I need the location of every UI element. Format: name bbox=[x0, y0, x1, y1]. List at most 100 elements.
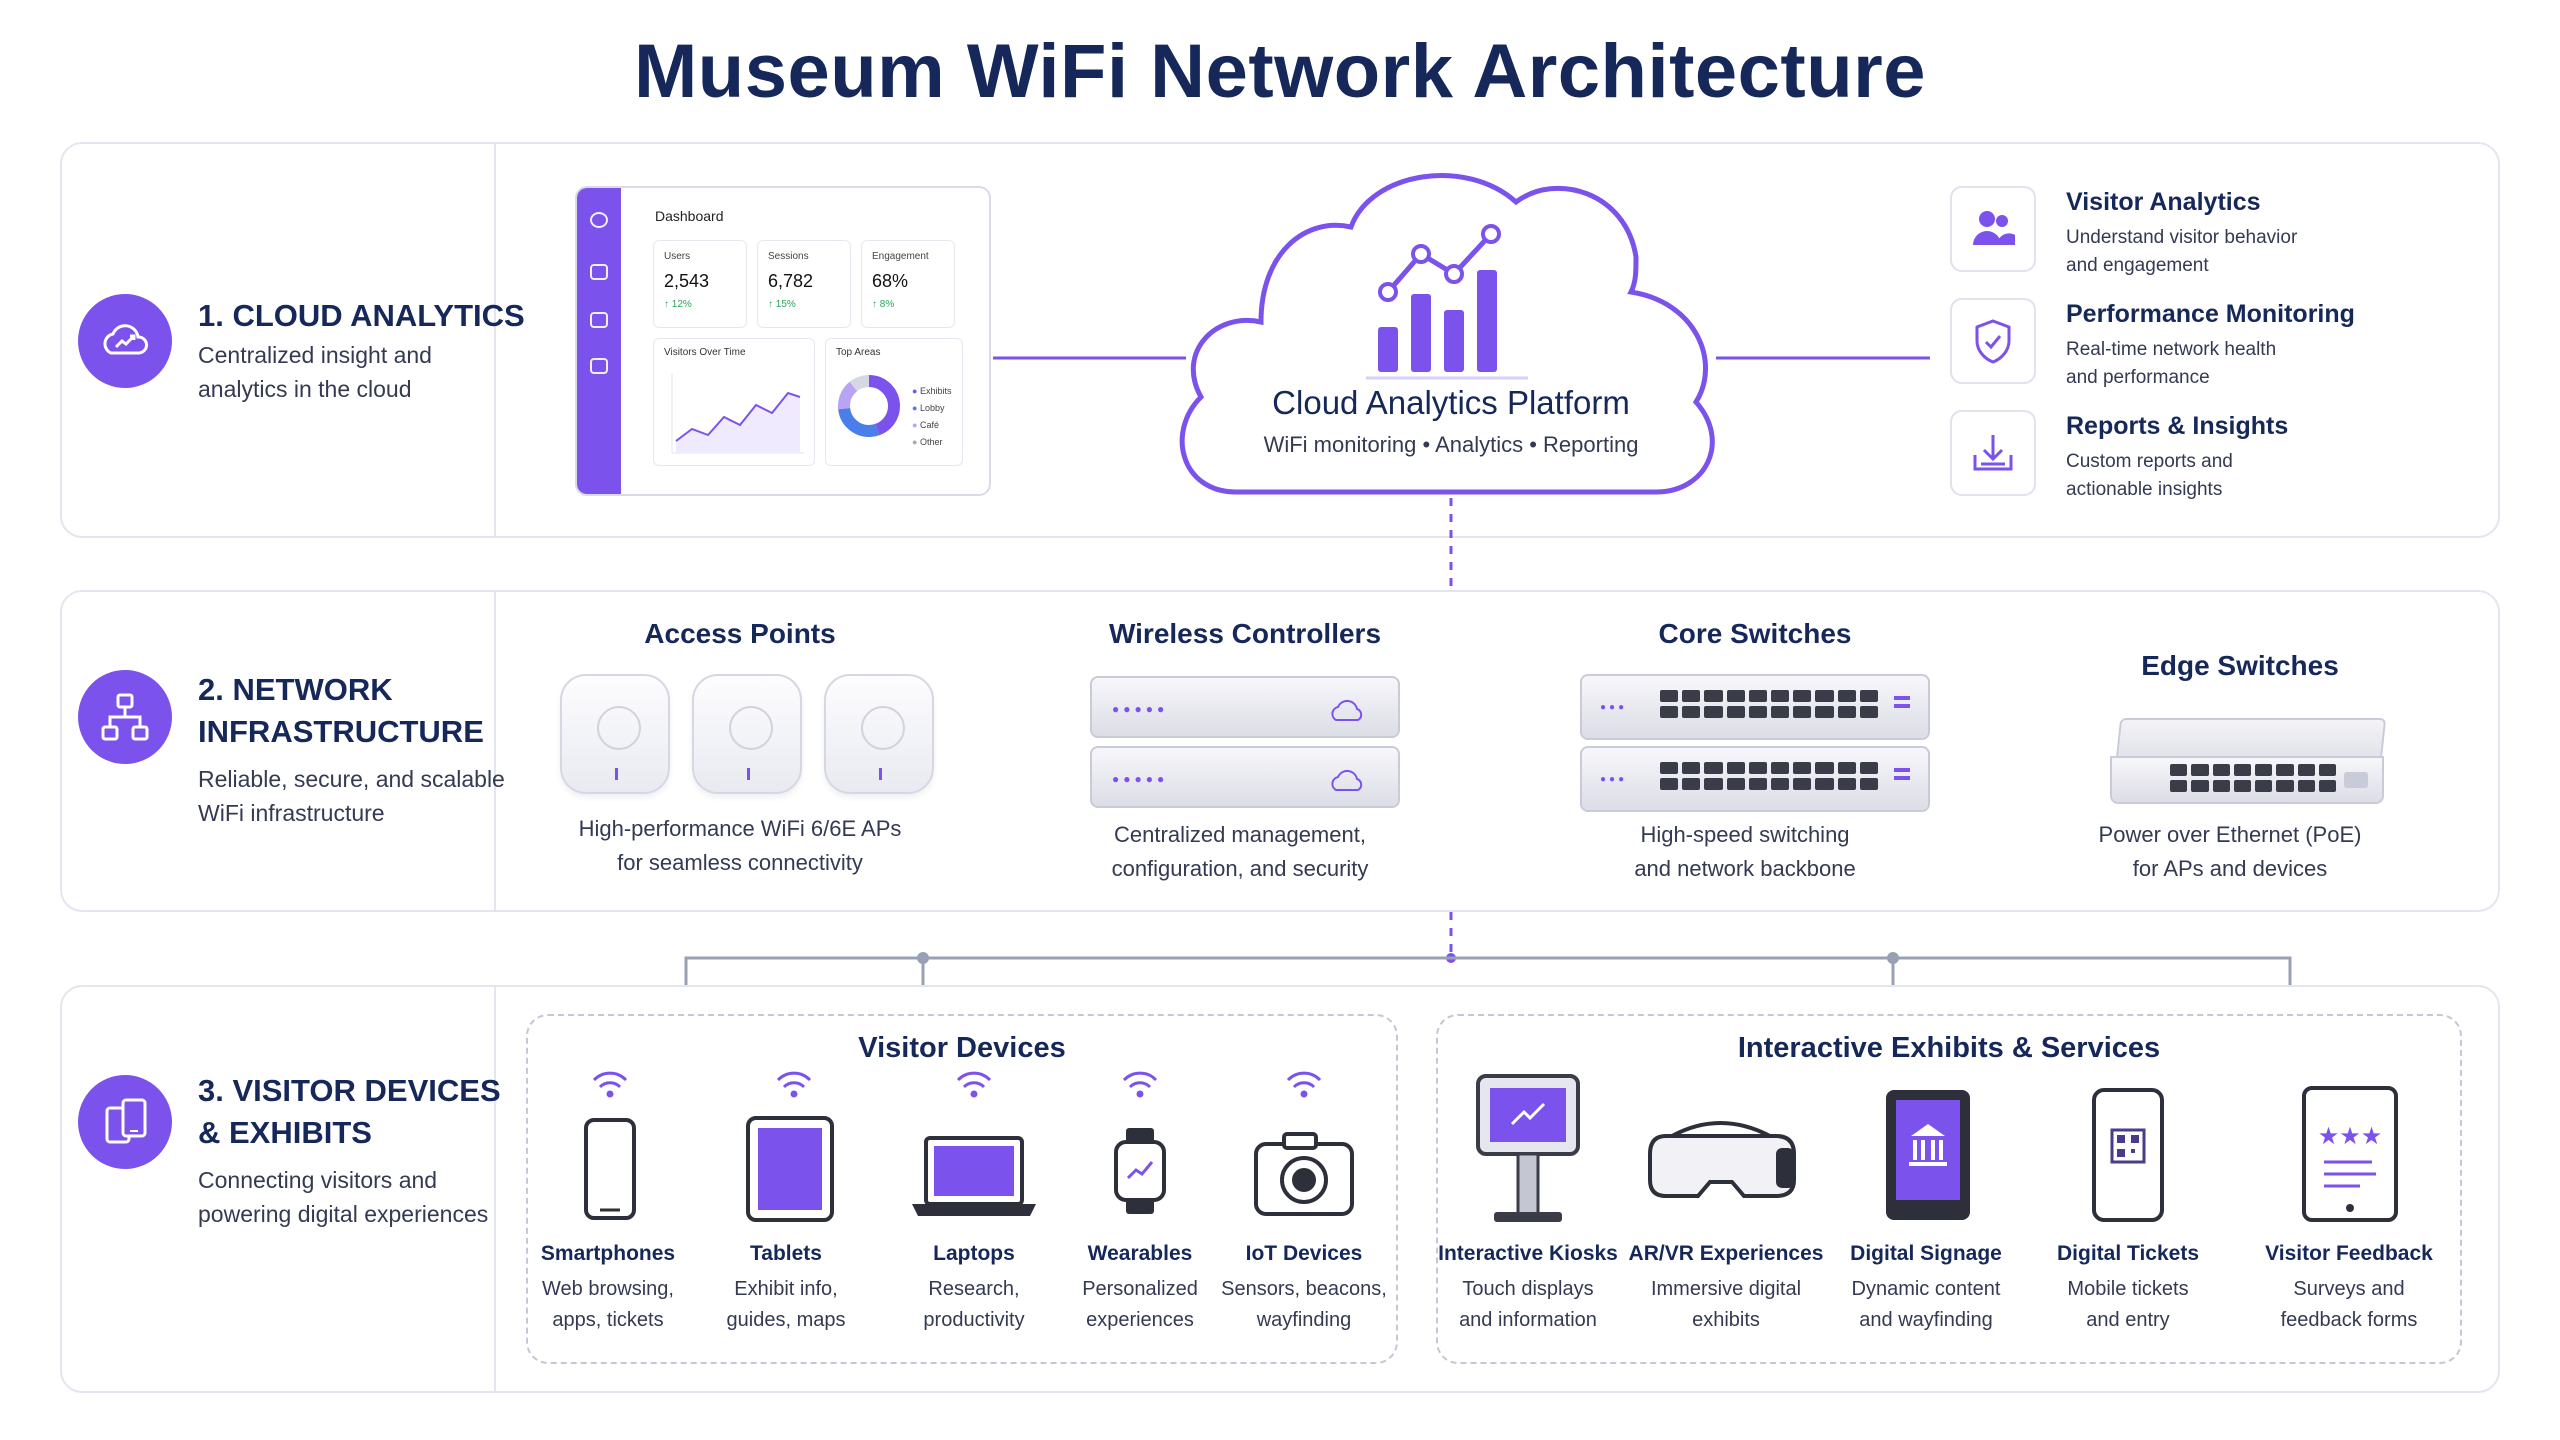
device-name: IoT Devices bbox=[1245, 1242, 1363, 1265]
feature-title: Visitor Analytics bbox=[2066, 188, 2261, 216]
access-points-title: Access Points bbox=[644, 618, 836, 649]
legend-label: Exhibits bbox=[919, 386, 952, 396]
feature-title: Performance Monitoring bbox=[2066, 300, 2355, 328]
edge-switches-desc: Power over Ethernet (PoE)for APs and dev… bbox=[2030, 818, 2430, 886]
status-leds-icon: ●●●●● bbox=[1112, 772, 1169, 786]
exhibits-title: Interactive Exhibits & Services bbox=[1737, 1032, 2161, 1064]
edge-switches-title: Edge Switches bbox=[2141, 650, 2339, 681]
exhibit-desc-line: feedback forms bbox=[2280, 1309, 2418, 1331]
bag-icon bbox=[590, 312, 608, 328]
exhibit-desc-line: Mobile tickets bbox=[2067, 1278, 2189, 1300]
legend-label: Other bbox=[919, 437, 943, 447]
uplink-icon bbox=[1894, 768, 1910, 772]
device-desc-line: Sensors, beacons, bbox=[1221, 1278, 1387, 1300]
access-points-desc: High-performance WiFi 6/6E APs for seamle… bbox=[540, 812, 940, 880]
feature-desc-line: Custom reports and bbox=[2066, 451, 2233, 472]
kpi-label: Engagement bbox=[872, 251, 929, 262]
device-name: Tablets bbox=[750, 1242, 822, 1265]
wireless-controller-device: ●●●●● bbox=[1090, 676, 1400, 738]
cloud-shape-icon bbox=[1179, 173, 1715, 495]
exhibit-desc-line: Surveys and bbox=[2293, 1278, 2405, 1300]
panel-divider bbox=[494, 592, 496, 910]
exhibit-desc-line: Dynamic content bbox=[1851, 1278, 2001, 1300]
doc-icon bbox=[590, 358, 608, 374]
exhibit-desc-line: and information bbox=[1459, 1309, 1597, 1331]
caption-line: High-speed switching bbox=[1640, 822, 1850, 847]
line-chart-card: Visitors Over Time bbox=[653, 338, 815, 466]
device-name: Laptops bbox=[933, 1242, 1015, 1265]
feature-desc-line: actionable insights bbox=[2066, 479, 2223, 500]
shield-check-icon bbox=[1950, 298, 2036, 384]
exhibit-desc-line: exhibits bbox=[1692, 1309, 1760, 1331]
panel-divider bbox=[494, 144, 496, 536]
legend-label: Lobby bbox=[919, 403, 945, 413]
cloud-icon bbox=[1331, 769, 1363, 791]
status-leds-icon: ●●● bbox=[1600, 702, 1628, 713]
kpi-value: 2,543 bbox=[664, 271, 710, 291]
uplink-icon bbox=[1894, 696, 1910, 700]
line-chart bbox=[671, 373, 804, 454]
feature-reports-insights: Reports & Insights Custom reports and act… bbox=[1950, 410, 2450, 510]
feature-performance-monitoring: Performance Monitoring Real-time network… bbox=[1950, 298, 2450, 398]
device-desc: Web browsing,apps, tickets bbox=[518, 1274, 698, 1336]
edge-switch-top bbox=[2115, 718, 2387, 760]
cloud-icon bbox=[1331, 699, 1363, 721]
status-leds-icon: ●●●●● bbox=[1112, 702, 1169, 716]
wireless-controller-device: ●●●●● bbox=[1090, 746, 1400, 808]
device-desc-line: Exhibit info, bbox=[734, 1278, 838, 1300]
cloud-analytics-icon bbox=[78, 294, 172, 388]
donut-legend: ● Exhibits ● Lobby ● Café ● Other bbox=[912, 383, 951, 451]
panel-divider bbox=[494, 987, 496, 1391]
caption-line: configuration, and security bbox=[1111, 856, 1369, 881]
switch-ports bbox=[2170, 764, 2336, 792]
exhibit-name: Interactive Kiosks bbox=[1438, 1242, 1618, 1265]
access-point-device bbox=[824, 674, 934, 794]
feature-title: Reports & Insights bbox=[2066, 412, 2289, 440]
dashboard-mockup: Dashboard Users 2,543 ↑ 12% Sessions 6,7… bbox=[575, 186, 991, 496]
wireless-controllers-desc: Centralized management,configuration, an… bbox=[1040, 818, 1440, 886]
caption-line: for seamless connectivity bbox=[617, 850, 863, 875]
kpi-value: 6,782 bbox=[768, 271, 814, 291]
switch-ports bbox=[1660, 762, 1878, 790]
section-desc-network-2: WiFi infrastructure bbox=[198, 800, 385, 826]
section-desc-network-1: Reliable, secure, and scalable bbox=[198, 766, 505, 792]
device-desc-line: guides, maps bbox=[726, 1309, 846, 1331]
caption-line: and network backbone bbox=[1634, 856, 1856, 881]
caption-line: High-performance WiFi 6/6E APs bbox=[578, 816, 902, 841]
device-name: Wearables bbox=[1087, 1242, 1193, 1265]
nav-icon bbox=[590, 264, 608, 280]
kpi-card: Engagement 68% ↑ 8% bbox=[861, 240, 955, 328]
section-title-devices-1: 3. VISITOR DEVICES bbox=[198, 1073, 501, 1108]
kpi-change: ↑ 8% bbox=[872, 299, 895, 310]
exhibits-group bbox=[1436, 1014, 2462, 1364]
legend-item: ● Exhibits bbox=[912, 386, 952, 396]
section-desc-devices-2: powering digital experiences bbox=[198, 1201, 489, 1227]
core-switch-device: ●●● bbox=[1580, 746, 1930, 812]
switch-ports bbox=[1660, 690, 1878, 718]
network-topology-icon bbox=[78, 670, 172, 764]
caption-line: Power over Ethernet (PoE) bbox=[2098, 822, 2362, 847]
device-desc-line: apps, tickets bbox=[552, 1309, 664, 1331]
feature-visitor-analytics: Visitor Analytics Understand visitor beh… bbox=[1950, 186, 2450, 286]
status-leds-icon: ●●● bbox=[1600, 774, 1628, 785]
cloud-analytics-platform: Cloud Analytics Platform WiFi monitoring… bbox=[1166, 162, 1736, 502]
donut-chart-card: Top Areas ● Exhibits ● Lobby ● Café ● Ot… bbox=[825, 338, 963, 466]
access-point-device bbox=[560, 674, 670, 794]
kpi-change: ↑ 15% bbox=[768, 299, 796, 310]
core-switches-title: Core Switches bbox=[1658, 618, 1852, 649]
core-switches-desc: High-speed switching and network backbone bbox=[1545, 818, 1945, 886]
cloud-title: Cloud Analytics Platform bbox=[1272, 384, 1630, 421]
feature-desc-line: Real-time network health bbox=[2066, 339, 2277, 360]
section-desc-cloud-2: analytics in the cloud bbox=[198, 376, 412, 402]
device-desc: Exhibit info, guides, maps bbox=[696, 1274, 876, 1336]
dashboard-sidebar bbox=[577, 188, 621, 494]
feature-desc-line: Understand visitor behavior bbox=[2066, 227, 2298, 248]
cloud-subtitle: WiFi monitoring • Analytics • Reporting bbox=[1263, 432, 1639, 457]
line-chart-label: Visitors Over Time bbox=[664, 347, 746, 358]
section-desc-devices-1: Connecting visitors and bbox=[198, 1167, 438, 1193]
legend-label: Café bbox=[919, 420, 939, 430]
